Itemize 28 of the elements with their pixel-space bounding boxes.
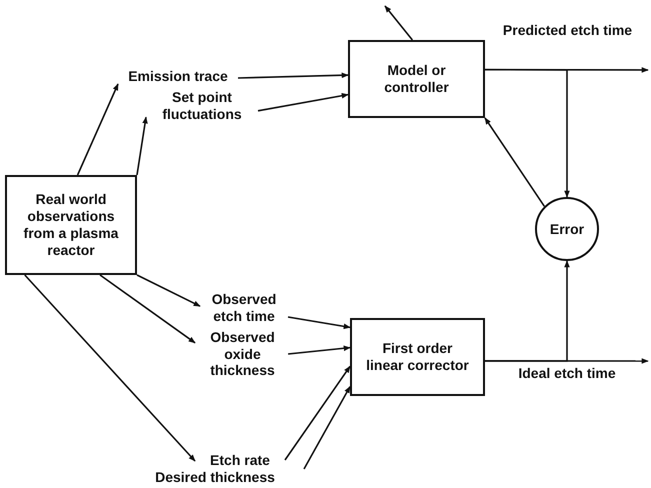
process-box (350, 318, 485, 396)
input-label: Etch rate (195, 450, 285, 470)
process-box (5, 175, 137, 275)
arrow (238, 72, 349, 79)
arrow (303, 386, 351, 470)
box-label: Model or controller (383, 62, 450, 96)
arrow (384, 5, 414, 40)
arrow (136, 274, 201, 307)
arrow (136, 116, 148, 176)
arrow (288, 346, 351, 355)
input-label: Set point fluctuations (146, 86, 258, 126)
input-label: Observed etch time (200, 290, 288, 326)
input-label: Emission trace (118, 66, 238, 86)
arrow (485, 68, 570, 198)
circle-label: Error (550, 220, 584, 238)
arrow (485, 260, 570, 362)
arrow (76, 83, 119, 176)
arrow (288, 316, 351, 330)
arrow (258, 92, 349, 112)
arrow (100, 274, 196, 344)
process-box (348, 40, 485, 118)
arrow (284, 366, 351, 460)
box-label: Real world observations from a plasma reactor (22, 191, 120, 259)
input-label: Desired thickness (126, 467, 304, 487)
input-label: Observed oxide thickness (195, 326, 290, 382)
arrow (484, 117, 545, 207)
arrow (24, 274, 196, 462)
box-label: First order linear corrector (365, 340, 470, 374)
